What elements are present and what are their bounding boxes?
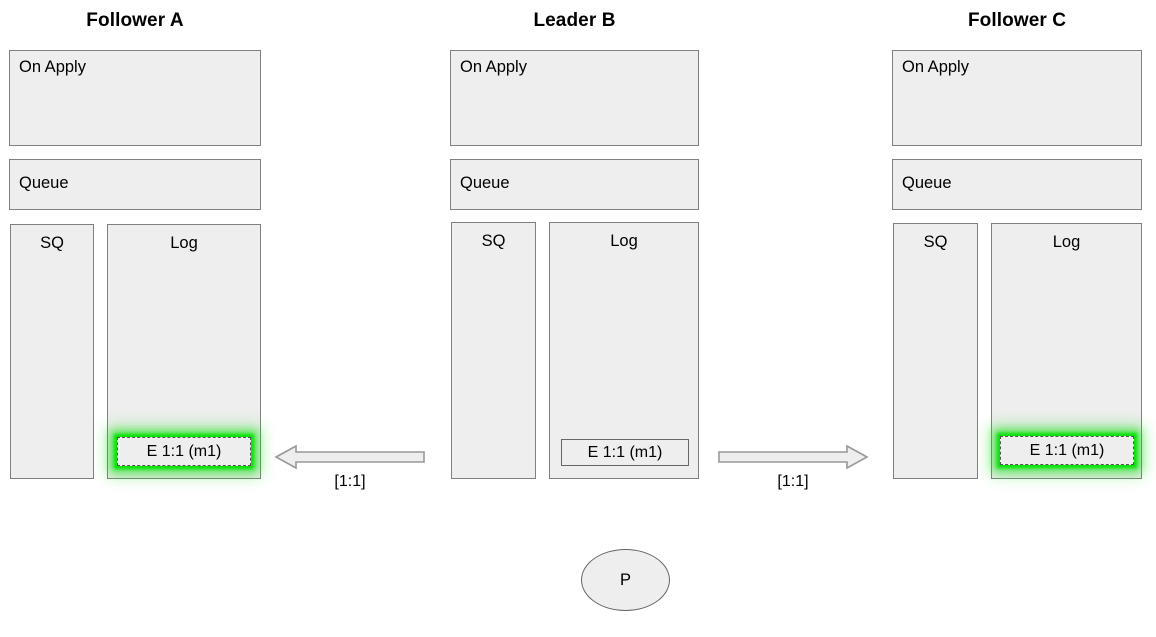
arrow-left-icon bbox=[274, 444, 425, 470]
queue-box-follower-a[interactable]: Queue bbox=[9, 159, 261, 210]
log-entry-leader-b[interactable]: E 1:1 (m1) bbox=[561, 439, 689, 466]
on-apply-label-leader-b: On Apply bbox=[460, 58, 527, 76]
arrow-left-label: [1:1] bbox=[334, 473, 366, 490]
client-label-p: P bbox=[619, 570, 631, 589]
sq-label-follower-a: SQ bbox=[40, 234, 64, 252]
log-label-follower-c: Log bbox=[1052, 233, 1081, 251]
on-apply-label-follower-c: On Apply bbox=[902, 58, 969, 76]
log-entry-follower-c[interactable]: E 1:1 (m1) bbox=[1000, 436, 1134, 465]
sq-box-leader-b[interactable]: SQ bbox=[451, 222, 536, 479]
log-box-leader-b[interactable]: Log E 1:1 (m1) bbox=[549, 222, 699, 479]
arrow-right-icon bbox=[718, 444, 869, 470]
sq-label-follower-c: SQ bbox=[923, 233, 948, 251]
on-apply-box-follower-c[interactable]: On Apply bbox=[892, 50, 1142, 146]
log-box-follower-a[interactable]: Log E 1:1 (m1) bbox=[107, 224, 261, 479]
sq-box-follower-c[interactable]: SQ bbox=[893, 223, 978, 479]
queue-label-leader-b: Queue bbox=[460, 174, 510, 192]
log-label-leader-b: Log bbox=[610, 232, 638, 250]
on-apply-label-follower-a: On Apply bbox=[19, 58, 86, 76]
arrow-left-container: [1:1] bbox=[274, 444, 425, 490]
arrow-right-label: [1:1] bbox=[777, 473, 809, 490]
queue-box-leader-b[interactable]: Queue bbox=[450, 159, 699, 210]
node-title-leader-b: Leader B bbox=[533, 10, 616, 31]
log-entry-follower-a[interactable]: E 1:1 (m1) bbox=[117, 437, 251, 466]
node-title-follower-c: Follower C bbox=[967, 10, 1067, 31]
queue-label-follower-a: Queue bbox=[19, 174, 69, 192]
sq-label-leader-b: SQ bbox=[481, 232, 506, 250]
node-title-follower-a: Follower A bbox=[86, 10, 184, 31]
on-apply-box-follower-a[interactable]: On Apply bbox=[9, 50, 261, 146]
sq-box-follower-a[interactable]: SQ bbox=[10, 224, 94, 479]
on-apply-box-leader-b[interactable]: On Apply bbox=[450, 50, 699, 146]
log-box-follower-c[interactable]: Log E 1:1 (m1) bbox=[991, 223, 1142, 479]
client-ellipse-p[interactable]: P bbox=[581, 549, 670, 611]
log-label-follower-a: Log bbox=[170, 234, 198, 252]
queue-label-follower-c: Queue bbox=[902, 174, 952, 192]
queue-box-follower-c[interactable]: Queue bbox=[892, 159, 1142, 210]
arrow-right-container: [1:1] bbox=[718, 444, 869, 490]
